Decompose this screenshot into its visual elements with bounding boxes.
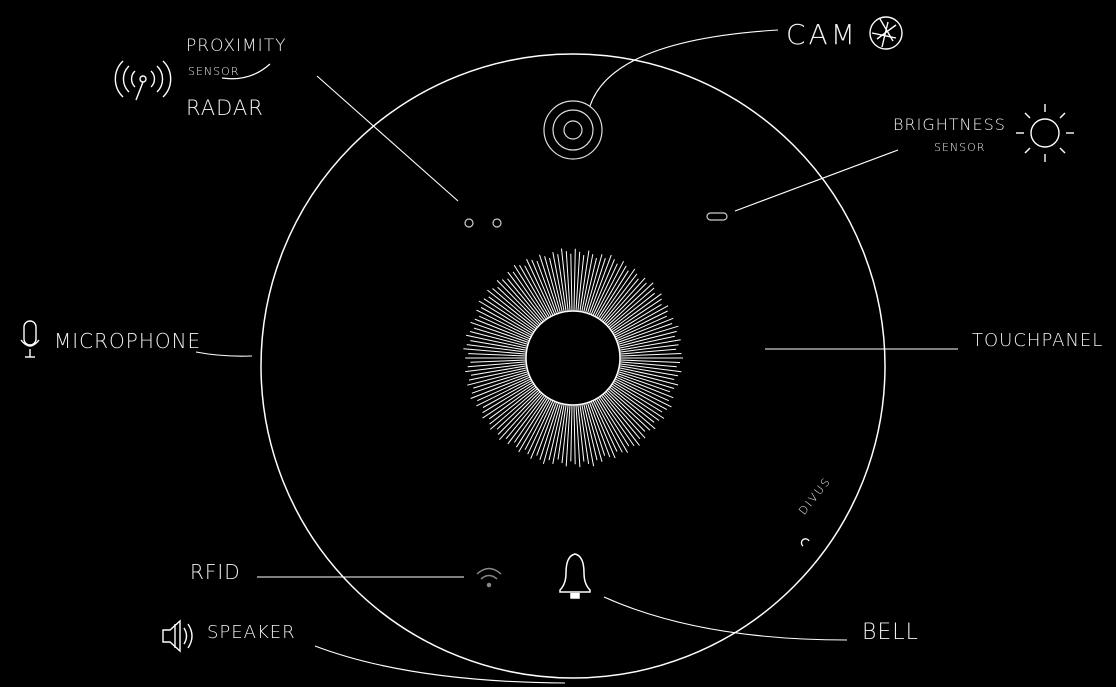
microphone-icon [21, 321, 39, 357]
rfid-label: RFID [190, 562, 241, 582]
touchpanel-ray [543, 403, 560, 464]
bell-icon [560, 554, 590, 598]
touchpanel-ray [620, 360, 680, 363]
touchpanel-ray [474, 328, 528, 344]
touchpanel-ray [610, 293, 655, 329]
wifi-icon [477, 569, 501, 587]
touchpanel-ray [489, 386, 535, 419]
microphone-leader [196, 352, 252, 356]
touchpanel-ray [574, 249, 575, 311]
touchpanel-ray [513, 272, 546, 320]
touchpanel-ray [586, 254, 602, 313]
touchpanel-ray [612, 384, 664, 419]
touchpanel-ray [470, 360, 526, 362]
touchpanel-ray [610, 387, 654, 422]
touchpanel-ray [514, 265, 548, 318]
touchpanel-ring [463, 249, 683, 468]
touchpanel-center[interactable] [526, 311, 620, 405]
radar-label: RADAR [186, 98, 264, 119]
touchpanel-ray [603, 279, 639, 322]
touchpanel-ray [611, 386, 659, 421]
proximity-sensor-label: SENSOR [188, 66, 239, 77]
brightness-label: BRIGHTNESS [893, 117, 1006, 133]
touchpanel-ray [498, 392, 540, 435]
touchpanel-ray [508, 279, 544, 322]
touchpanel-ray [468, 354, 526, 356]
touchpanel-ray [571, 405, 572, 461]
touchpanel-ray [606, 283, 647, 324]
touchpanel-ray [600, 397, 634, 446]
speaker-leader [315, 646, 565, 683]
camera-lens [544, 101, 602, 159]
touchpanel-label: TOUCHPANEL [972, 332, 1103, 350]
touchpanel-ray [586, 403, 602, 462]
speaker-icon [163, 621, 192, 651]
touchpanel-ray [484, 299, 534, 332]
touchpanel-ray [514, 397, 546, 443]
sun-icon [1016, 104, 1074, 162]
proximity-sensor-dots [465, 219, 501, 227]
touchpanel-ray [479, 301, 533, 334]
touchpanel-ray [620, 354, 682, 357]
touchpanel-ray [483, 384, 534, 418]
cam-label: CAM [786, 21, 858, 49]
radar-waves-icon [115, 61, 170, 100]
touchpanel-ray [506, 394, 543, 439]
microphone-label: MICROPHONE [54, 331, 201, 351]
brightness-sensor-slot [707, 213, 727, 220]
proximity-leader [317, 76, 458, 201]
touchpanel-ray [612, 299, 662, 332]
bell-label: BELL [862, 622, 919, 644]
touchpanel-ray [601, 274, 637, 321]
touchpanel-ray [620, 349, 676, 354]
touchpanel-ray [607, 390, 650, 430]
camera-shutter-icon [870, 17, 902, 49]
touchpanel-ray [603, 394, 640, 439]
touchpanel-ray [620, 362, 677, 367]
touchpanel-ray [571, 254, 572, 311]
proximity-label: PROXIMITY [186, 38, 286, 55]
touchpanel-ray [489, 297, 535, 331]
speaker-label: SPEAKER [207, 624, 296, 642]
touchpanel-ray [490, 387, 537, 424]
brightness-leader [735, 150, 898, 211]
bell-leader [604, 597, 847, 640]
touchpanel-ray [468, 362, 527, 367]
touchpanel-ray [615, 379, 671, 407]
cam-leader [590, 30, 778, 106]
touchpanel-ray [600, 269, 635, 320]
brand-mark [801, 539, 809, 546]
touchpanel-ray [574, 405, 575, 464]
touchpanel-ray [473, 372, 528, 389]
brightness-sensor-label: SENSOR [934, 142, 985, 153]
